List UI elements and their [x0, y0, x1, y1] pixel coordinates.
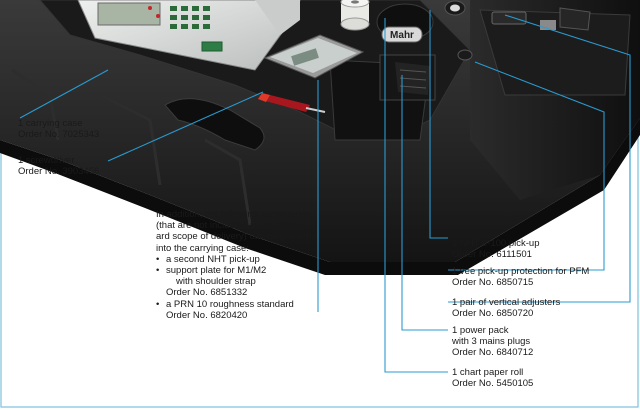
bullet-icon: •: [156, 298, 160, 310]
accessory-item-2-line-2: with shoulder strap: [176, 276, 256, 288]
line-screwdriver: [107, 91, 264, 162]
callout-carrying-case-name: 1 carrying case: [18, 118, 83, 129]
accessory-item-1: •a second NHT pick-up: [156, 253, 260, 265]
callout-paper-roll-order: Order No. 5450105: [452, 378, 534, 389]
mahr-logo: [381, 26, 423, 43]
accessories-block: In addition, the following accessories (…: [156, 209, 311, 321]
callout-nht-pickup-order: Order No. 6111501: [452, 249, 532, 260]
paper-roll: [340, 0, 370, 31]
accessory-item-2: •support plate for M1/M2: [156, 265, 267, 277]
roughness-standard: [263, 34, 365, 79]
bullet-icon: •: [156, 253, 160, 265]
svg-text:Mahr: Mahr: [390, 30, 414, 41]
bullet-icon: •: [156, 265, 160, 277]
measuring-instrument: [77, 0, 301, 71]
callout-vee-protection: 1 vee pick-up protection for PFM Order N…: [452, 266, 589, 288]
callout-vee-protection-name: 1 vee pick-up protection for PFM: [452, 266, 590, 277]
accessories-intro-line-4: into the carrying case:: [156, 242, 249, 254]
callout-vee-protection-order: Order No. 6850715: [452, 277, 534, 288]
callout-carrying-case: 1 carrying case Order No. 7025343: [18, 118, 99, 140]
line-power-pack: [401, 75, 448, 331]
callout-power-pack-line-2: with 3 mains plugs: [452, 336, 531, 347]
callout-screwdriver: 1 screwdriver Order No. 3903456: [18, 155, 99, 177]
callout-paper-roll-name: 1 chart paper roll: [452, 367, 524, 378]
callout-screwdriver-order: Order No. 3903456: [18, 166, 100, 177]
line-vertical-adjusters: [448, 14, 631, 303]
callout-lines: [19, 10, 631, 373]
callout-screwdriver-name: 1 screwdriver: [18, 155, 75, 166]
line-carrying-case: [19, 69, 109, 119]
callout-vertical-adjusters-name: 1 pair of vertical adjusters: [452, 297, 561, 308]
callout-power-pack-order: Order No. 6840712: [452, 347, 534, 358]
callout-paper-roll: 1 chart paper roll Order No. 5450105: [452, 367, 533, 389]
accessories-intro-line-3: ard scope of delivery) can be placed: [156, 231, 309, 243]
line-paper-roll: [384, 18, 448, 373]
callout-vertical-adjusters: 1 pair of vertical adjusters Order No. 6…: [452, 297, 560, 319]
callout-power-pack: 1 power pack with 3 mains plugs Order No…: [452, 325, 533, 358]
accessories-intro-line-1: In addition, the following accessories: [156, 209, 311, 220]
callout-nht-pickup-name: 1 NHT 6-100 pick-up: [452, 238, 540, 249]
nht-pickup-unit: Mahr: [376, 0, 473, 61]
callout-carrying-case-order: Order No. 7025343: [18, 129, 100, 140]
callout-nht-pickup: 1 NHT 6-100 pick-up Order No. 6111501: [452, 238, 539, 260]
accessory-item-2-order: Order No. 6851332: [166, 287, 248, 299]
accessory-item-3-order: Order No. 6820420: [166, 309, 248, 321]
line-vee-protection: [448, 61, 605, 271]
line-nht-pickup: [429, 10, 448, 239]
case-lid: [470, 0, 640, 200]
screwdriver: [258, 93, 326, 113]
callout-power-pack-name: 1 power pack: [452, 325, 509, 336]
accessories-intro-line-2: (that are not including in the stand-: [156, 220, 303, 232]
callout-vertical-adjusters-order: Order No. 6850720: [452, 308, 534, 319]
accessory-item-3: •a PRN 10 roughness standard: [156, 298, 294, 310]
